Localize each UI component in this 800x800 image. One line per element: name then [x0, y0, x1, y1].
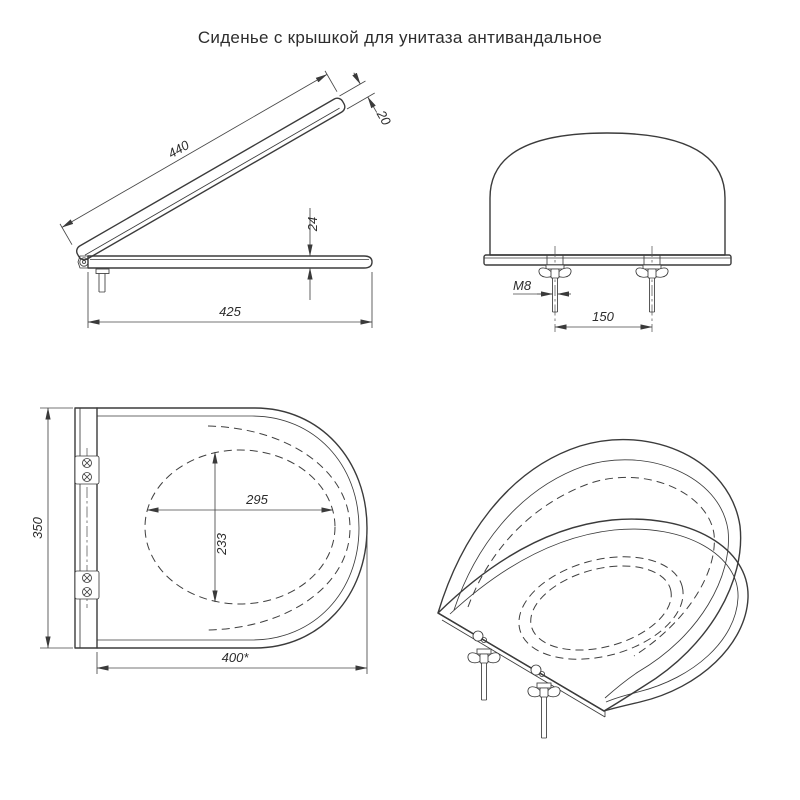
drawing-title: Сиденье с крышкой для унитаза антивандал… [197, 28, 603, 47]
dim-overall-depth: 350 [30, 407, 73, 649]
wing-nut-icon [538, 267, 553, 278]
bolt-shaft [481, 663, 487, 701]
dim-overall-depth-label: 350 [30, 516, 45, 538]
dim-bolt-spacing-label: 150 [592, 309, 614, 324]
dim-bolt-thread: M8 [513, 278, 571, 297]
dim-overall-width: 400* [96, 534, 368, 674]
dim-opening-width: 295 [146, 492, 334, 513]
dim-opening-depth: 233 [212, 451, 229, 603]
hinge-icon-top [74, 455, 100, 485]
hinge-icon-bottom [74, 570, 100, 600]
front-view: M8 150 [483, 132, 732, 332]
dim-lid-length: 440 [59, 70, 338, 245]
iso-wing-bolt-right [527, 682, 561, 739]
dim-overall-width-label: 400* [222, 650, 250, 665]
iso-seat-outline [437, 518, 749, 718]
seat-rim-front [483, 254, 732, 266]
seat-opening-dashed [144, 449, 336, 605]
top-view: 295 233 350 400* [30, 407, 368, 674]
wing-nut-icon [527, 686, 542, 698]
dim-bolt-spacing: 150 [554, 309, 653, 330]
top-outline [74, 407, 368, 649]
seat-profile [77, 255, 373, 269]
mounting-bolt-icon [95, 268, 110, 293]
wing-bolt-right [635, 246, 669, 332]
wing-nut-icon [635, 267, 650, 278]
dim-seat-thickness-label: 24 [305, 217, 320, 232]
iso-wing-bolt-left [467, 648, 501, 701]
hinge-pivot-icon [79, 257, 89, 267]
dim-lid-thickness [339, 72, 378, 113]
iso-opening-dashed [518, 556, 684, 660]
dim-lid-thickness-label: 20 [373, 107, 394, 129]
wing-bolt-left [538, 246, 572, 332]
side-view: 440 20 24 425 [59, 70, 394, 328]
dim-opening-depth-label: 233 [214, 532, 229, 555]
lid-front-outline [489, 132, 726, 256]
dim-seat-length-label: 425 [219, 304, 241, 319]
iso-lid-outline [437, 438, 742, 712]
dim-lid-length-label: 440 [165, 137, 192, 161]
dim-seat-thickness: 24 [305, 208, 320, 300]
lid-profile [75, 97, 346, 261]
dim-seat-length: 425 [87, 272, 373, 328]
dim-opening-width-label: 295 [245, 492, 268, 507]
wing-nut-icon [467, 652, 482, 664]
iso-hinge-icon [472, 630, 545, 677]
isometric-view [437, 438, 749, 739]
dim-bolt-thread-label: M8 [513, 278, 532, 293]
